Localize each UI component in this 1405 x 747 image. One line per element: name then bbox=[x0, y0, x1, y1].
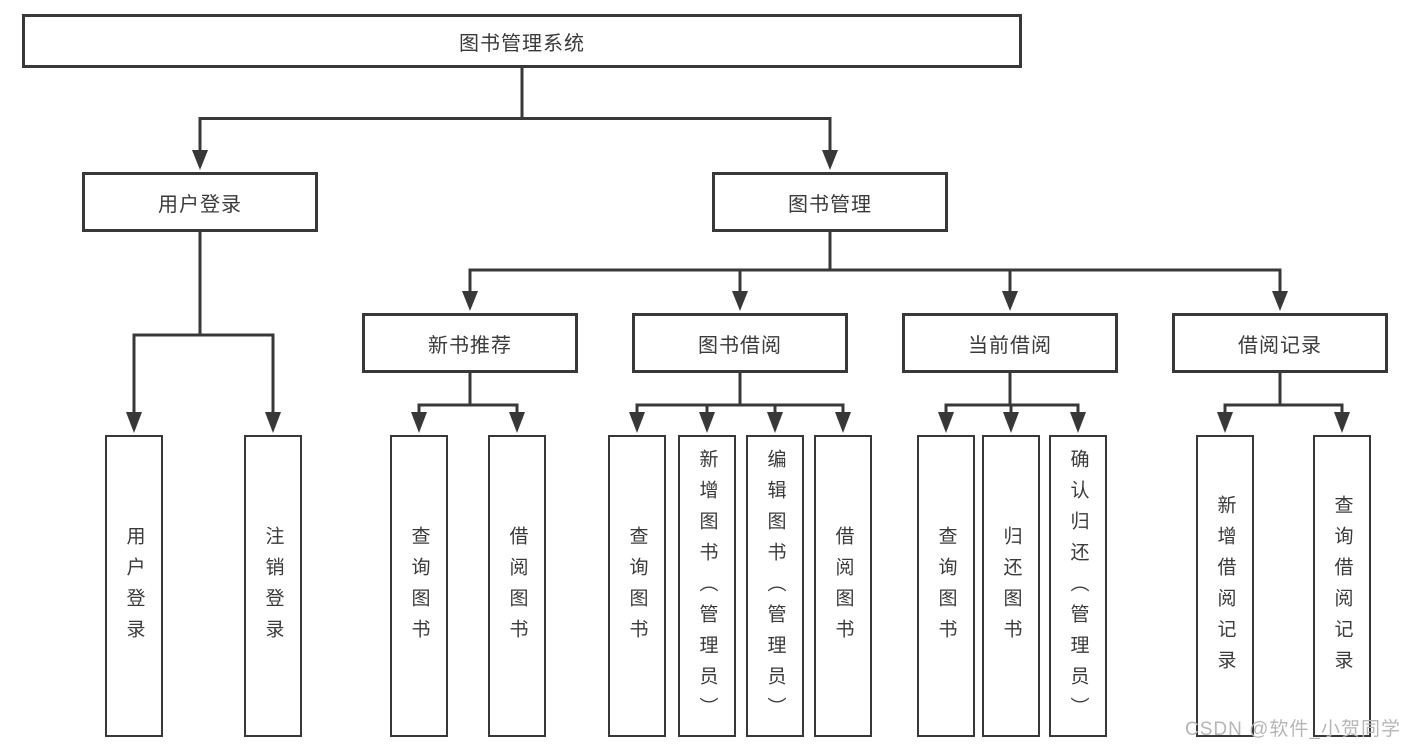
node-book-management: 图书管理 bbox=[712, 172, 948, 232]
node-new-book-recommend: 新书推荐 bbox=[362, 313, 578, 373]
leaf-recommend-borrow-books: 借阅图书 bbox=[488, 435, 546, 737]
arrowheads bbox=[126, 150, 1350, 433]
leaf-user-login: 用户登录 bbox=[105, 435, 163, 737]
leaf-edit-books-admin: 编辑图书（管理员） bbox=[746, 435, 804, 737]
leaf-recommend-query-books: 查询图书 bbox=[390, 435, 448, 737]
node-book-borrow: 图书借阅 bbox=[632, 313, 848, 373]
leaf-add-books-admin: 新增图书（管理员） bbox=[678, 435, 736, 737]
leaf-return-books: 归还图书 bbox=[982, 435, 1040, 737]
node-library-management-system: 图书管理系统 bbox=[22, 14, 1022, 68]
leaf-borrow-books: 借阅图书 bbox=[814, 435, 872, 737]
csdn-watermark: CSDN @软件_小贺同学 bbox=[1185, 719, 1401, 740]
leaf-current-query-books: 查询图书 bbox=[917, 435, 975, 737]
leaf-confirm-return-admin: 确认归还（管理员） bbox=[1049, 435, 1107, 737]
node-user-login: 用户登录 bbox=[82, 172, 318, 232]
leaf-add-borrow-record: 新增借阅记录 bbox=[1196, 435, 1254, 737]
leaf-logout: 注销登录 bbox=[244, 435, 302, 737]
leaf-query-borrow-record: 查询借阅记录 bbox=[1313, 435, 1371, 737]
node-borrow-records: 借阅记录 bbox=[1172, 313, 1388, 373]
leaf-borrow-query-books: 查询图书 bbox=[608, 435, 666, 737]
node-current-borrow: 当前借阅 bbox=[902, 313, 1118, 373]
